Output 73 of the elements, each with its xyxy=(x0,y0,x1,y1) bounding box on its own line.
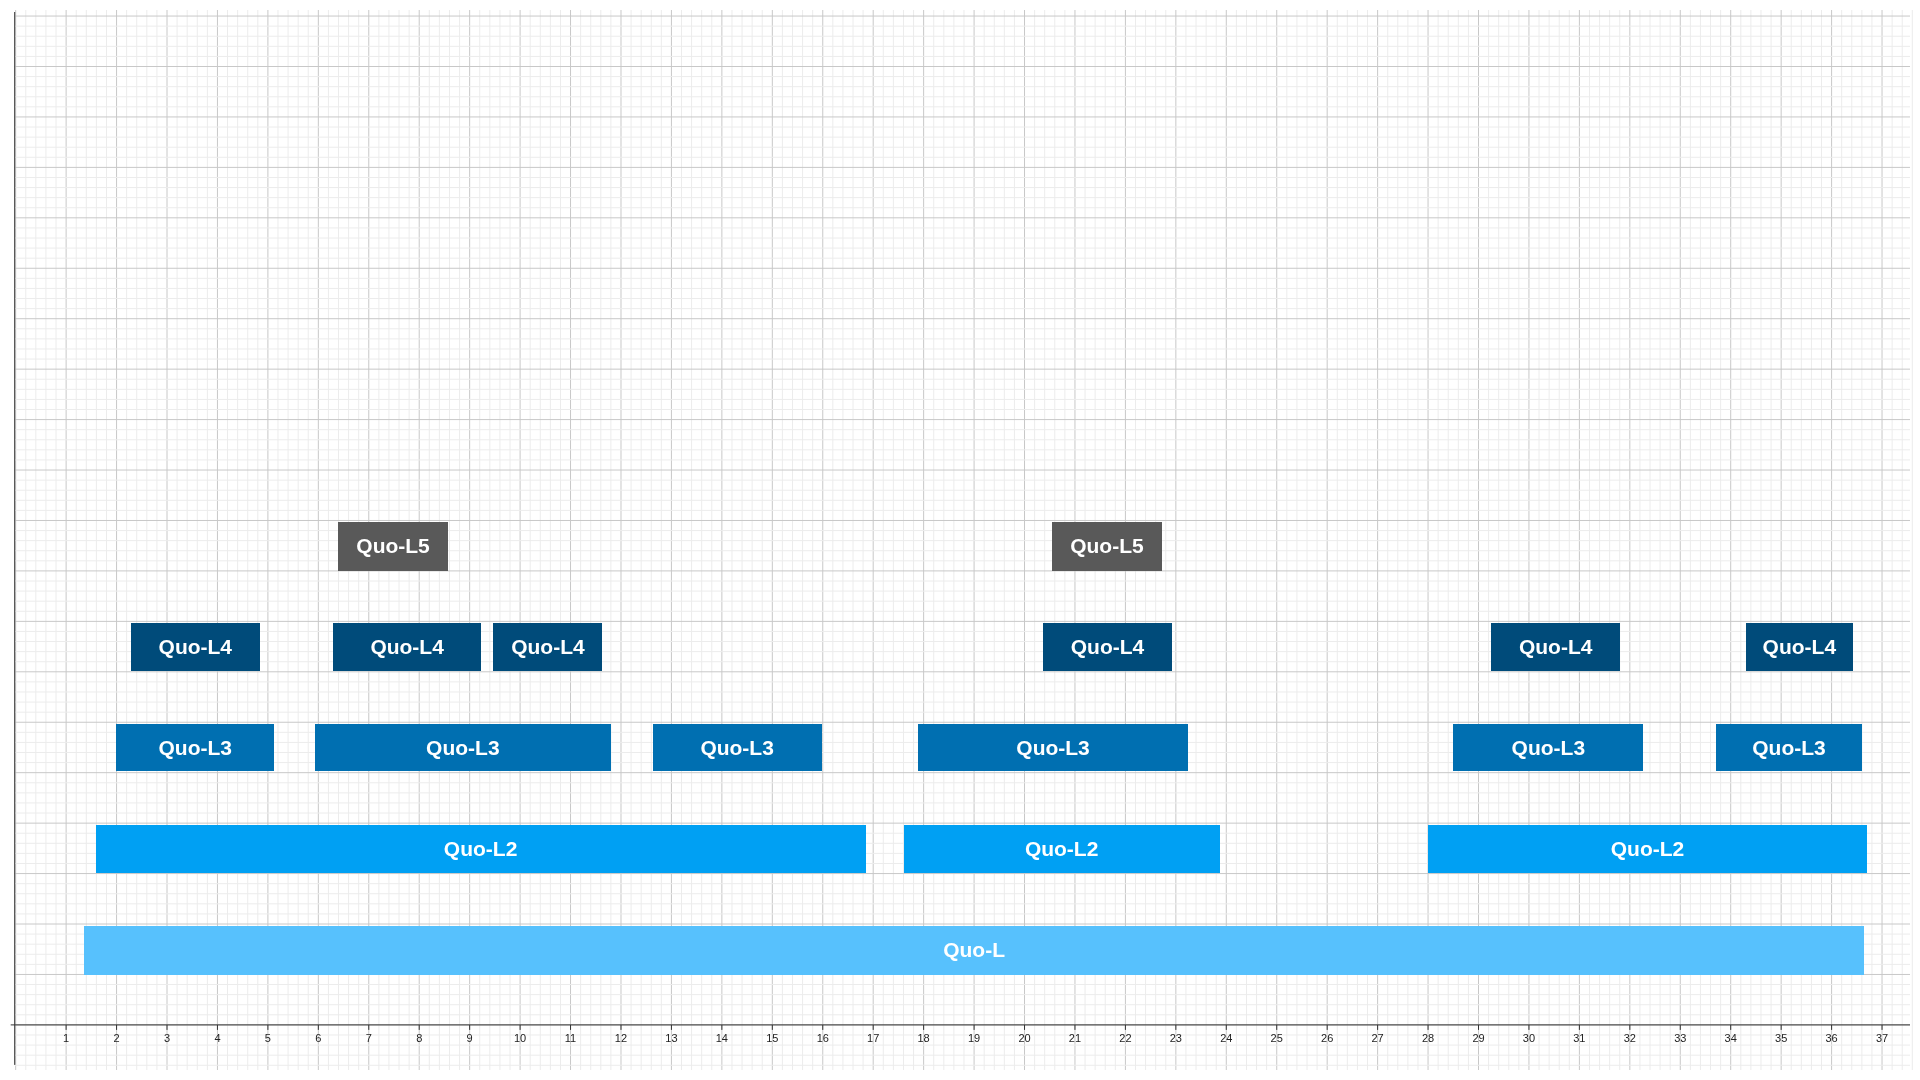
timeline-bar xyxy=(84,925,1864,975)
bar-label: Quo-L3 xyxy=(1511,735,1586,760)
axis-tick-label: 25 xyxy=(1270,1031,1283,1044)
axis-tick-label: 23 xyxy=(1169,1031,1182,1044)
timeline-bar xyxy=(918,723,1188,772)
bar-label: Quo-L4 xyxy=(1070,635,1145,660)
bar-label: Quo-L4 xyxy=(511,635,585,660)
axis-tick-label: 5 xyxy=(264,1031,271,1044)
timeline-bar xyxy=(116,723,275,772)
axis-tick-label: 20 xyxy=(1018,1031,1031,1044)
timeline-bar xyxy=(652,723,822,772)
axis-tick-label: 35 xyxy=(1775,1031,1788,1044)
axis-tick-label: 6 xyxy=(315,1031,322,1044)
axis-tick-label: 8 xyxy=(416,1031,423,1044)
bar-label: Quo-L5 xyxy=(356,534,430,559)
bar-label: Quo-L3 xyxy=(426,735,500,760)
axis-tick-label: 32 xyxy=(1623,1031,1636,1044)
axis-tick-label: 29 xyxy=(1472,1031,1485,1044)
axis-tick-label: 4 xyxy=(214,1031,221,1044)
axis-tick-label: 18 xyxy=(917,1031,930,1044)
timeline-bar xyxy=(1453,723,1644,772)
axis-tick-label: 15 xyxy=(766,1031,779,1044)
bar-label: Quo-L4 xyxy=(370,635,444,660)
axis-tick-label: 24 xyxy=(1220,1031,1233,1044)
bar-label: Quo-L3 xyxy=(158,735,233,760)
axis-tick-label: 1 xyxy=(63,1031,70,1044)
timeline-bar xyxy=(314,723,611,772)
axis-tick-label: 31 xyxy=(1573,1031,1586,1044)
axis-tick-label: 30 xyxy=(1522,1031,1536,1044)
axis-tick-label: 33 xyxy=(1674,1031,1687,1044)
timeline-bar xyxy=(1746,623,1853,671)
timeline-bar xyxy=(131,623,260,671)
axis-tick-label: 13 xyxy=(665,1031,678,1044)
timeline-bar xyxy=(493,623,603,671)
bar-label: Quo-L2 xyxy=(1610,837,1685,862)
axis-tick-label: 37 xyxy=(1875,1031,1889,1044)
timeline-bar xyxy=(337,521,449,571)
bar-label: Quo-L3 xyxy=(1016,735,1090,760)
timeline-bar xyxy=(333,623,482,671)
axis-tick-label: 10 xyxy=(513,1031,527,1044)
bar-label: Quo-L xyxy=(943,938,1005,963)
bar-label: Quo-L2 xyxy=(443,837,518,862)
axis-tick-label: 7 xyxy=(365,1031,372,1044)
axis-tick-label: 28 xyxy=(1421,1031,1435,1044)
axis-tick-label: 12 xyxy=(614,1031,628,1044)
axis-tick-label: 19 xyxy=(967,1031,981,1044)
bar-label: Quo-L4 xyxy=(158,635,233,660)
axis-tick-label: 21 xyxy=(1068,1031,1082,1044)
bar-label: Quo-L4 xyxy=(1518,635,1593,660)
axis-tick-label: 14 xyxy=(715,1031,728,1044)
timeline-bar xyxy=(1491,623,1620,671)
axis-tick-label: 17 xyxy=(867,1031,880,1044)
bar-label: Quo-L3 xyxy=(1752,735,1826,760)
axis-tick-label: 26 xyxy=(1321,1031,1334,1044)
axis-tick-label: 36 xyxy=(1825,1031,1838,1044)
timeline-bar xyxy=(1051,521,1163,571)
timeline-bar xyxy=(903,825,1220,874)
axis-tick-label: 11 xyxy=(564,1031,577,1044)
axis-tick-label: 9 xyxy=(466,1031,473,1044)
axis-tick-label: 2 xyxy=(113,1031,120,1044)
axis-tick-label: 22 xyxy=(1119,1031,1132,1044)
axis-tick-label: 16 xyxy=(816,1031,829,1044)
timeline-bar xyxy=(1427,825,1868,874)
axis-tick-label: 3 xyxy=(163,1031,171,1044)
bar-label: Quo-L4 xyxy=(1762,635,1837,660)
timeline-bar xyxy=(95,825,866,874)
axis-tick-label: 27 xyxy=(1371,1031,1384,1044)
timeline-bar xyxy=(1715,723,1863,772)
timeline-bar xyxy=(1043,623,1172,671)
bar-label: Quo-L2 xyxy=(1024,837,1099,862)
bar-label: Quo-L3 xyxy=(700,735,774,760)
bar-label: Quo-L5 xyxy=(1070,534,1144,559)
axis-tick-label: 34 xyxy=(1724,1031,1737,1044)
